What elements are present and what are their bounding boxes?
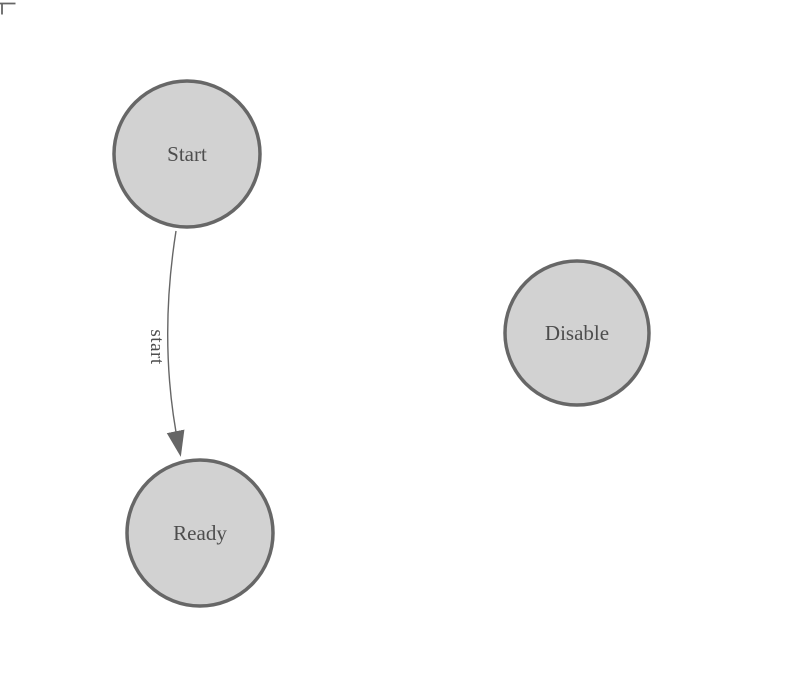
edge-path[interactable] [166,230,185,457]
node-ready[interactable]: Ready [125,458,275,608]
edge-start-to-ready[interactable]: start [146,230,185,457]
node-ready-circle[interactable] [125,458,275,608]
canvas-origin-corner-mark [0,2,16,15]
node-start-circle[interactable] [112,79,262,229]
node-start[interactable]: Start [112,79,262,229]
node-disable[interactable]: Disable [503,259,651,407]
edge-label: start [146,329,167,364]
node-disable-circle[interactable] [503,259,651,407]
